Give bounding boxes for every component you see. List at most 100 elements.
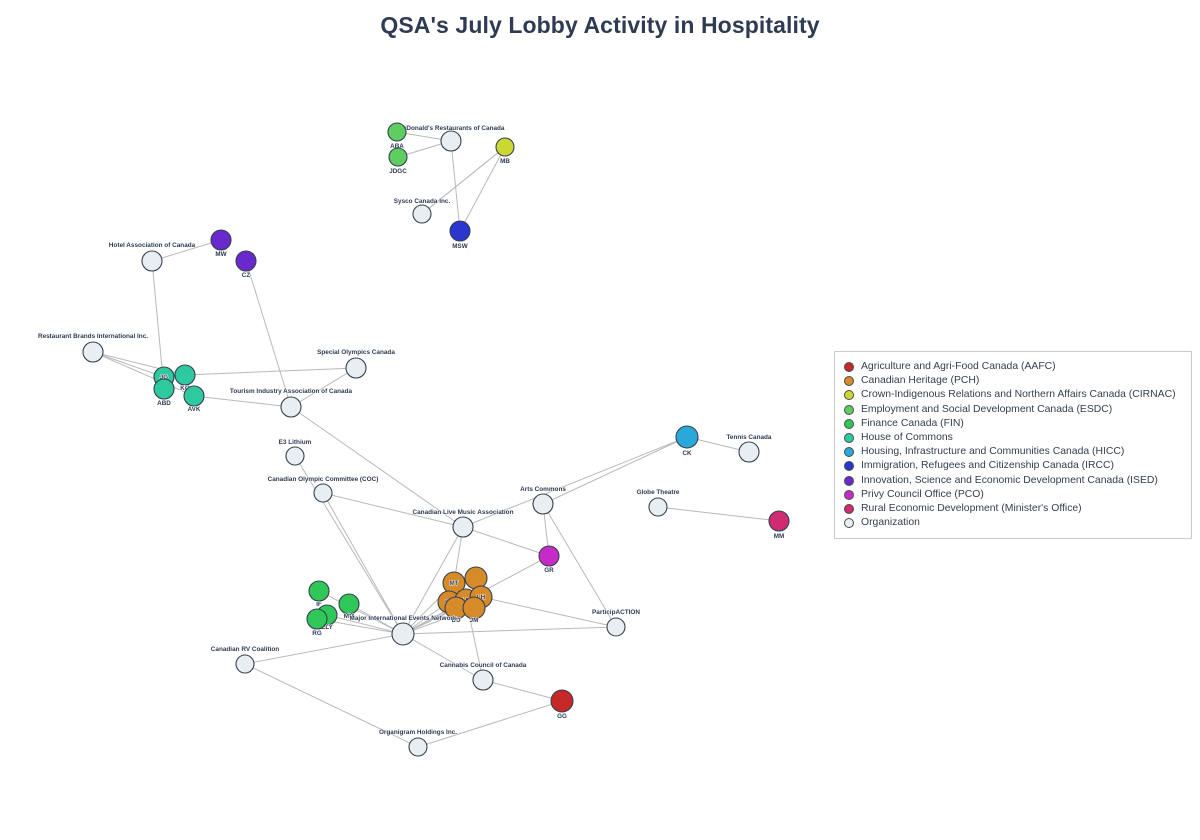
graph-node[interactable]: Special Olympics Canada bbox=[317, 349, 396, 379]
graph-node-circle[interactable] bbox=[495, 137, 515, 157]
graph-node-circle[interactable] bbox=[768, 510, 790, 532]
legend-item-pch[interactable]: Canadian Heritage (PCH) bbox=[844, 374, 1181, 388]
graph-node[interactable]: Tourism Industry Association of Canada bbox=[229, 388, 353, 418]
graph-node[interactable]: MB bbox=[495, 137, 515, 165]
graph-node-circle[interactable] bbox=[532, 493, 554, 515]
graph-node-circle[interactable] bbox=[440, 130, 462, 152]
graph-node-circle[interactable] bbox=[464, 566, 488, 590]
legend-item-fin[interactable]: Finance Canada (FIN) bbox=[844, 417, 1181, 431]
graph-node-circle[interactable] bbox=[550, 689, 574, 713]
graph-node[interactable]: JM bbox=[462, 596, 486, 624]
graph-node[interactable]: MSW bbox=[449, 220, 471, 250]
graph-edge bbox=[402, 633, 484, 681]
graph-node-circle[interactable] bbox=[391, 622, 415, 646]
graph-node-circle[interactable] bbox=[648, 497, 668, 517]
graph-node-circle[interactable] bbox=[452, 516, 474, 538]
graph-node[interactable]: GR bbox=[538, 545, 560, 574]
graph-node-label: JM bbox=[470, 617, 479, 624]
graph-node-circle[interactable] bbox=[462, 596, 486, 620]
graph-node[interactable]: Restaurant Brands International Inc. bbox=[38, 333, 149, 363]
graph-node-circle[interactable] bbox=[388, 147, 408, 167]
legend-item-ircc[interactable]: Immigration, Refugees and Citizenship Ca… bbox=[844, 459, 1181, 473]
graph-node[interactable] bbox=[464, 566, 488, 590]
legend-item-esdc[interactable]: Employment and Social Development Canada… bbox=[844, 403, 1181, 417]
legend-item-org[interactable]: Organization bbox=[844, 516, 1181, 530]
graph-node-circle[interactable] bbox=[285, 446, 305, 466]
legend-item-pco[interactable]: Privy Council Office (PCO) bbox=[844, 488, 1181, 502]
graph-node[interactable]: ABA bbox=[387, 122, 407, 150]
graph-edge bbox=[193, 395, 292, 408]
legend-item-aafc[interactable]: Agriculture and Agri-Food Canada (AAFC) bbox=[844, 360, 1181, 374]
graph-node-circle[interactable] bbox=[183, 385, 205, 407]
graph-node-circle[interactable] bbox=[606, 617, 626, 637]
graph-node[interactable]: Organigram Holdings Inc. bbox=[378, 729, 458, 757]
graph-node[interactable]: Arts Commons bbox=[520, 486, 567, 515]
graph-node[interactable]: Cannabis Council of Canada bbox=[439, 662, 527, 691]
graph-node[interactable]: Hotel Association of Canada bbox=[108, 242, 196, 272]
graph-node[interactable]: MW bbox=[210, 229, 232, 258]
graph-node-circle[interactable] bbox=[472, 669, 494, 691]
graph-node-label: LH bbox=[477, 594, 486, 601]
graph-node[interactable]: Canadian Live Music Association bbox=[412, 509, 514, 538]
graph-node-circle[interactable] bbox=[82, 341, 104, 363]
graph-edge bbox=[462, 526, 550, 557]
graph-node-circle[interactable] bbox=[235, 250, 257, 272]
graph-edge bbox=[421, 146, 506, 215]
graph-node[interactable]: MT bbox=[442, 571, 466, 595]
graph-node-circle[interactable] bbox=[338, 593, 360, 615]
graph-node-circle[interactable] bbox=[345, 357, 367, 379]
graph-node-circle[interactable] bbox=[412, 204, 432, 224]
graph-node-circle[interactable] bbox=[538, 545, 560, 567]
graph-node[interactable]: ParticipACTION bbox=[592, 609, 641, 637]
graph-node-label: ABD bbox=[157, 400, 171, 407]
legend-item-hoc[interactable]: House of Commons bbox=[844, 431, 1181, 445]
graph-node[interactable]: Tennis Canada bbox=[726, 434, 772, 463]
graph-node[interactable]: MM bbox=[338, 593, 360, 620]
graph-edge bbox=[318, 590, 404, 635]
graph-node-label: Organigram Holdings Inc. bbox=[379, 729, 457, 736]
legend-item-ised[interactable]: Innovation, Science and Economic Develop… bbox=[844, 474, 1181, 488]
graph-node-circle[interactable] bbox=[387, 122, 407, 142]
graph-node[interactable]: Sysco Canada Inc. bbox=[393, 198, 451, 224]
legend-item-label: Finance Canada (FIN) bbox=[861, 417, 964, 429]
graph-node-label: MW bbox=[215, 251, 226, 258]
graph-node[interactable]: E3 Lithium bbox=[278, 439, 312, 466]
graph-node-circle[interactable] bbox=[308, 580, 330, 602]
graph-node-circle[interactable] bbox=[449, 220, 471, 242]
graph-node-label: GG bbox=[557, 713, 567, 720]
graph-node-circle[interactable] bbox=[235, 654, 255, 674]
graph-node[interactable]: AVK bbox=[183, 385, 205, 413]
graph-edge bbox=[542, 436, 688, 505]
graph-node-circle[interactable] bbox=[141, 250, 163, 272]
graph-node[interactable]: Globe Theatre bbox=[636, 489, 680, 517]
graph-node-circle[interactable] bbox=[174, 364, 196, 386]
graph-node[interactable]: McDonald's Restaurants of Canada bbox=[397, 125, 505, 152]
graph-node[interactable]: IF bbox=[308, 580, 330, 608]
graph-node[interactable]: RG bbox=[306, 608, 328, 637]
graph-node[interactable]: JDGC bbox=[388, 147, 408, 175]
graph-node[interactable]: Canadian Olympic Committee (COC) bbox=[267, 476, 379, 503]
graph-node-label: Globe Theatre bbox=[637, 489, 680, 496]
graph-node[interactable]: CZ bbox=[235, 250, 257, 279]
graph-node-label: ELY bbox=[321, 624, 333, 631]
graph-edge bbox=[290, 367, 357, 408]
graph-node[interactable]: CK bbox=[675, 425, 699, 457]
graph-node[interactable]: ABD bbox=[153, 378, 175, 407]
graph-node-circle[interactable] bbox=[738, 441, 760, 463]
graph-node[interactable]: Canadian RV Coalition bbox=[210, 646, 280, 674]
graph-node-circle[interactable] bbox=[280, 396, 302, 418]
legend-item-red[interactable]: Rural Economic Development (Minister's O… bbox=[844, 502, 1181, 516]
graph-node-circle[interactable] bbox=[313, 483, 333, 503]
legend-item-cirnac[interactable]: Crown-Indigenous Relations and Northern … bbox=[844, 388, 1181, 402]
graph-node-circle[interactable] bbox=[408, 737, 428, 757]
graph-node[interactable]: KG bbox=[174, 364, 196, 392]
graph-node-circle[interactable] bbox=[210, 229, 232, 251]
graph-node[interactable]: GG bbox=[550, 689, 574, 720]
graph-node[interactable]: MM bbox=[768, 510, 790, 540]
graph-node-circle[interactable] bbox=[306, 608, 328, 630]
graph-node-circle[interactable] bbox=[153, 378, 175, 400]
legend-item-hicc[interactable]: Housing, Infrastructure and Communities … bbox=[844, 445, 1181, 459]
graph-node-circle[interactable] bbox=[675, 425, 699, 449]
graph-node[interactable]: Major International Events Network bbox=[349, 615, 457, 646]
